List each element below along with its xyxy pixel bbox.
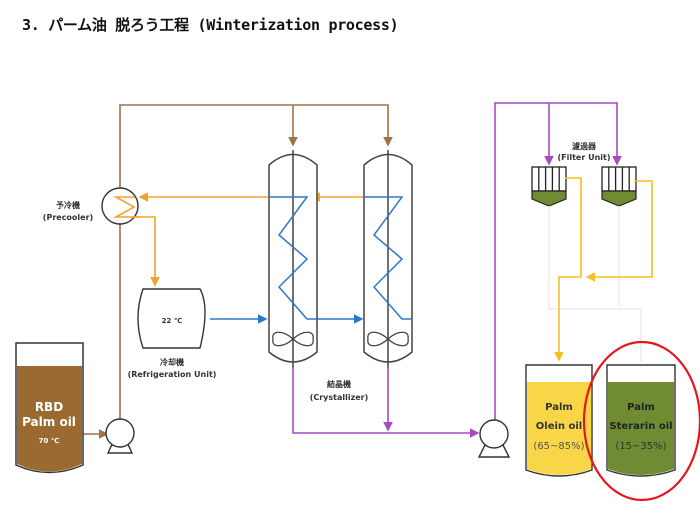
feed-pump bbox=[105, 418, 135, 454]
crystallizer-label-en: (Crystallizer) bbox=[310, 393, 369, 402]
filter-cake bbox=[601, 190, 637, 207]
refrigeration-unit-temp: 22 ℃ bbox=[162, 317, 183, 325]
filter-units bbox=[531, 166, 637, 207]
filter-label-jp: 濾過器 bbox=[572, 141, 597, 151]
filter-2 bbox=[601, 166, 637, 207]
precooler: 予冷機 (Precooler) bbox=[43, 187, 139, 225]
feed-tank-label-2: Palm oil bbox=[22, 415, 76, 429]
precooler-label-en: (Precooler) bbox=[43, 213, 93, 222]
agitator-icon bbox=[272, 331, 314, 347]
feed-tank-temp: 70 ℃ bbox=[39, 437, 60, 445]
olein-label-1: Palm bbox=[545, 402, 573, 413]
refrigerant-return-line bbox=[134, 192, 366, 287]
crystallizer-label-jp: 結晶機 bbox=[327, 379, 351, 389]
filter-cake bbox=[531, 190, 567, 207]
olein-yield: (65~85%) bbox=[533, 441, 584, 452]
crystallizer-1 bbox=[268, 150, 318, 368]
cooling-coil bbox=[364, 196, 412, 320]
transfer-pump bbox=[477, 419, 511, 458]
cooling-coil bbox=[269, 196, 317, 320]
feed-tank: RBD Palm oil 70 ℃ bbox=[15, 342, 84, 474]
feed-tank-label-1: RBD bbox=[35, 400, 63, 414]
agitator-icon bbox=[367, 331, 409, 347]
highlight-circle bbox=[582, 340, 700, 502]
slurry-line bbox=[292, 102, 622, 438]
stearin-label-1: Palm bbox=[627, 402, 655, 413]
header-line bbox=[119, 104, 393, 420]
precooler-label-jp: 予冷機 bbox=[56, 200, 80, 210]
refrigeration-unit: 22 ℃ 冷却機 (Refrigeration Unit) bbox=[128, 288, 217, 379]
filter-label-en: (Filter Unit) bbox=[558, 153, 611, 162]
refrigeration-unit-label-jp: 冷却機 bbox=[160, 357, 184, 367]
stearin-cake-line bbox=[548, 206, 642, 362]
olein-filtrate-line bbox=[554, 177, 653, 362]
crystallizers bbox=[268, 150, 413, 368]
feed-line bbox=[83, 104, 393, 439]
olein-tank: Palm Olein oil (65~85%) bbox=[525, 364, 593, 477]
stearin-tank: Palm Sterarin oil (15~35%) bbox=[606, 364, 676, 477]
stearin-label-2: Sterarin oil bbox=[609, 421, 672, 432]
filter-1 bbox=[531, 166, 567, 207]
crystallizer-2 bbox=[363, 150, 413, 368]
stearin-yield: (15~35%) bbox=[615, 441, 666, 452]
olein-label-2: Olein oil bbox=[536, 421, 582, 432]
page-title: 3. パーム油 脱ろう工程 (Winterization process) bbox=[22, 16, 399, 34]
refrigeration-unit-label-en: (Refrigeration Unit) bbox=[128, 370, 217, 379]
